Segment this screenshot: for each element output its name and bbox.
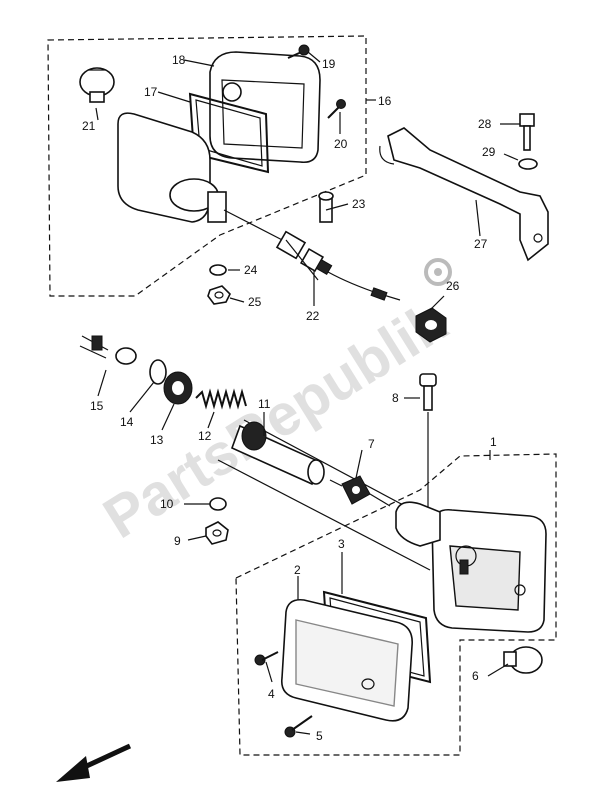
callout-28: 28 — [478, 117, 492, 131]
assembly-1-outline — [235, 453, 557, 756]
callout-4: 4 — [268, 687, 275, 701]
callout-11: 11 — [258, 397, 271, 411]
watermark-gear-icon — [424, 258, 452, 286]
callout-25: 25 — [248, 295, 262, 309]
callout-6: 6 — [472, 669, 479, 683]
callout-26: 26 — [446, 279, 460, 293]
callout-3: 3 — [338, 537, 345, 551]
bolt-8 — [419, 373, 437, 520]
washer-14 — [149, 359, 167, 385]
washer-10 — [209, 497, 227, 511]
callout-15: 15 — [90, 399, 104, 413]
stem-11 — [230, 421, 325, 486]
callout-10: 10 — [160, 497, 174, 511]
callout-17: 17 — [144, 85, 158, 99]
housing-1 — [395, 501, 547, 633]
spring-12 — [195, 388, 247, 410]
callout-1: 1 — [490, 435, 497, 449]
grommet-23 — [318, 191, 334, 223]
callout-20: 20 — [334, 137, 348, 151]
callout-13: 13 — [150, 433, 164, 447]
callout-27: 27 — [474, 237, 488, 251]
callout-8: 8 — [392, 391, 399, 405]
callout-14: 14 — [120, 415, 134, 429]
leader-line-b — [243, 419, 421, 515]
housing-upper — [117, 112, 227, 223]
bracket-27 — [379, 127, 549, 262]
leader-lines — [95, 51, 520, 735]
callout-5: 5 — [316, 729, 323, 743]
grommet-7 — [329, 475, 391, 507]
lens-2 — [280, 598, 413, 722]
bolt-28 — [519, 113, 535, 151]
screw-20 — [327, 99, 346, 119]
wire-harness-22 — [223, 209, 401, 301]
callout-22: 22 — [306, 309, 320, 323]
screw-19 — [287, 44, 310, 59]
screw-4 — [254, 651, 279, 666]
callout-9: 9 — [174, 534, 181, 548]
nut-25 — [207, 285, 231, 305]
callout-2: 2 — [294, 563, 301, 577]
screw-5 — [284, 715, 313, 738]
washer-24 — [209, 264, 227, 276]
leader-line-a — [217, 459, 431, 571]
lens-18 — [209, 51, 321, 164]
callout-23: 23 — [352, 197, 366, 211]
callout-7: 7 — [368, 437, 375, 451]
callout-21: 21 — [82, 119, 96, 133]
wire-end-15 — [79, 335, 137, 365]
assembly-16-outline — [47, 35, 367, 297]
nut-9 — [205, 521, 229, 545]
washer-29 — [518, 158, 538, 170]
callout-16: 16 — [378, 94, 392, 108]
bulb-21 — [79, 67, 115, 103]
callout-labels: 18 19 17 16 21 20 23 24 25 22 26 27 28 2… — [82, 53, 497, 743]
callout-24: 24 — [244, 263, 258, 277]
bulb-6 — [503, 646, 543, 674]
direction-arrow-icon — [56, 743, 132, 782]
callout-19: 19 — [322, 57, 336, 71]
callout-12: 12 — [198, 429, 212, 443]
grommet-13 — [163, 371, 193, 405]
callout-18: 18 — [172, 53, 186, 67]
callout-29: 29 — [482, 145, 496, 159]
